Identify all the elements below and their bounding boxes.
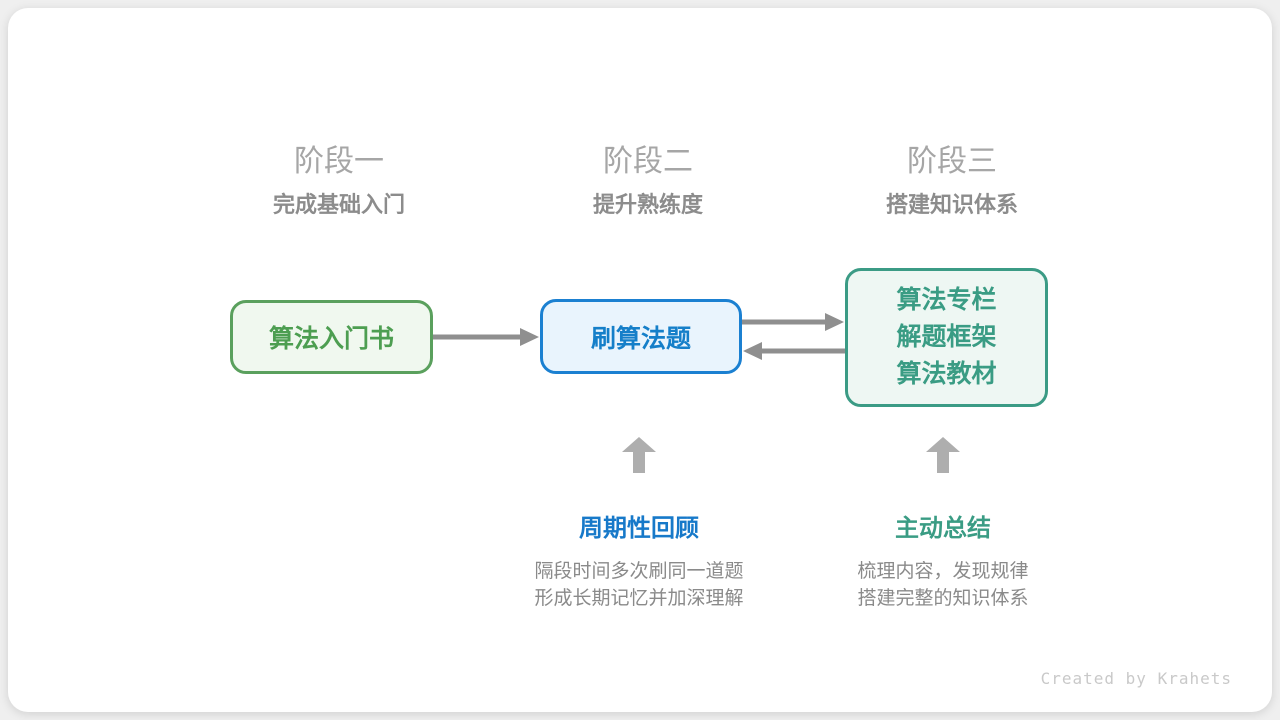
credit-text: Created by Krahets: [1040, 669, 1232, 688]
annotation-review-line-2: 形成长期记忆并加深理解: [534, 588, 744, 609]
node-knowledge-resources: 算法专栏 解题框架 算法教材: [845, 268, 1048, 407]
stage-1-subtitle: 完成基础入门: [272, 192, 406, 217]
stage-2-subtitle: 提升熟练度: [592, 192, 704, 217]
node-practice-problems-label: 刷算法题: [590, 324, 691, 353]
flow-arrow-right-icon: [433, 328, 539, 346]
up-arrow-summarize-icon: [926, 437, 960, 473]
flow-arrow-right-top-icon: [742, 313, 844, 331]
node-practice-problems: 刷算法题: [540, 299, 742, 374]
annotation-review-line-1: 隔段时间多次刷同一道题: [534, 561, 744, 582]
annotation-summarize-line-1: 梳理内容，发现规律: [857, 561, 1029, 582]
stage-3-subtitle: 搭建知识体系: [885, 192, 1019, 217]
annotation-review-title: 周期性回顾: [579, 515, 699, 542]
diagram-card: 阶段一 完成基础入门 阶段二 提升熟练度 阶段三 搭建知识体系 算法入门书 刷算…: [8, 8, 1272, 712]
node-resource-column-label: 算法专栏: [896, 286, 997, 314]
annotation-summarize-description: 梳理内容，发现规律 搭建完整的知识体系: [857, 558, 1028, 612]
node-resource-textbook-label: 算法教材: [896, 360, 997, 388]
annotation-summarize-title: 主动总结: [895, 515, 991, 542]
stage-2-title: 阶段二: [603, 145, 693, 178]
node-resource-framework-label: 解题框架: [896, 323, 997, 351]
node-intro-book-label: 算法入门书: [268, 325, 394, 353]
node-intro-book: 算法入门书: [230, 300, 433, 374]
up-arrow-review-icon: [622, 437, 656, 473]
stage-3-title: 阶段三: [907, 145, 997, 178]
annotation-summarize-line-2: 搭建完整的知识体系: [857, 588, 1029, 609]
flow-arrow-left-bottom-icon: [743, 342, 845, 360]
annotation-review-description: 隔段时间多次刷同一道题 形成长期记忆并加深理解: [534, 558, 743, 612]
stage-1-title: 阶段一: [294, 145, 384, 178]
